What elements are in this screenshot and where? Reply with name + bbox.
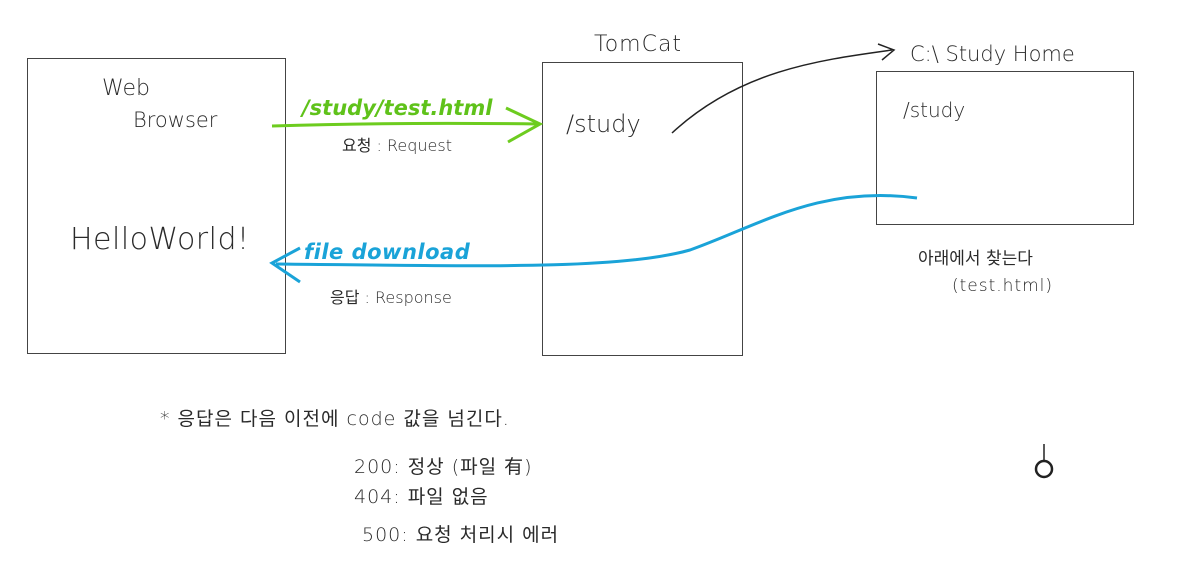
code-500: 500: 요청 처리시 에러 [362, 524, 560, 546]
response-label: 응답 : Response [330, 288, 452, 307]
response-arrowhead [269, 246, 301, 284]
request-path-label: /study/test.html [302, 96, 493, 120]
request-arrow [271, 121, 539, 128]
code-404: 404: 파일 없음 [354, 486, 489, 508]
code-200: 200: 정상 (파일 有) [354, 456, 533, 478]
browser-content: HelloWorld! [70, 222, 250, 257]
mapping-arrow [671, 49, 893, 134]
file-download-label: file download [304, 240, 471, 264]
request-label: 요청 : Request [342, 136, 452, 155]
tomcat-box [542, 62, 743, 356]
study-home-box [876, 71, 1134, 225]
response-arrow [275, 193, 918, 268]
home-title: C:\ Study Home [910, 42, 1075, 66]
request-arrowhead [505, 106, 544, 144]
web-browser-box [27, 58, 286, 354]
notes-heading: * 응답은 다음 이전에 code 값을 넘긴다. [160, 408, 510, 430]
pin-circle-icon [1034, 459, 1054, 479]
find-note: 아래에서 찾는다 [918, 249, 1033, 269]
browser-title-line2: Browser [133, 108, 218, 132]
browser-title-line1: Web [102, 76, 150, 101]
tomcat-title: TomCat [594, 32, 683, 57]
home-path: /study [903, 98, 966, 122]
tomcat-path: /study [566, 110, 641, 138]
find-file: (test.html) [952, 276, 1054, 296]
mapping-arrowhead [877, 43, 896, 61]
